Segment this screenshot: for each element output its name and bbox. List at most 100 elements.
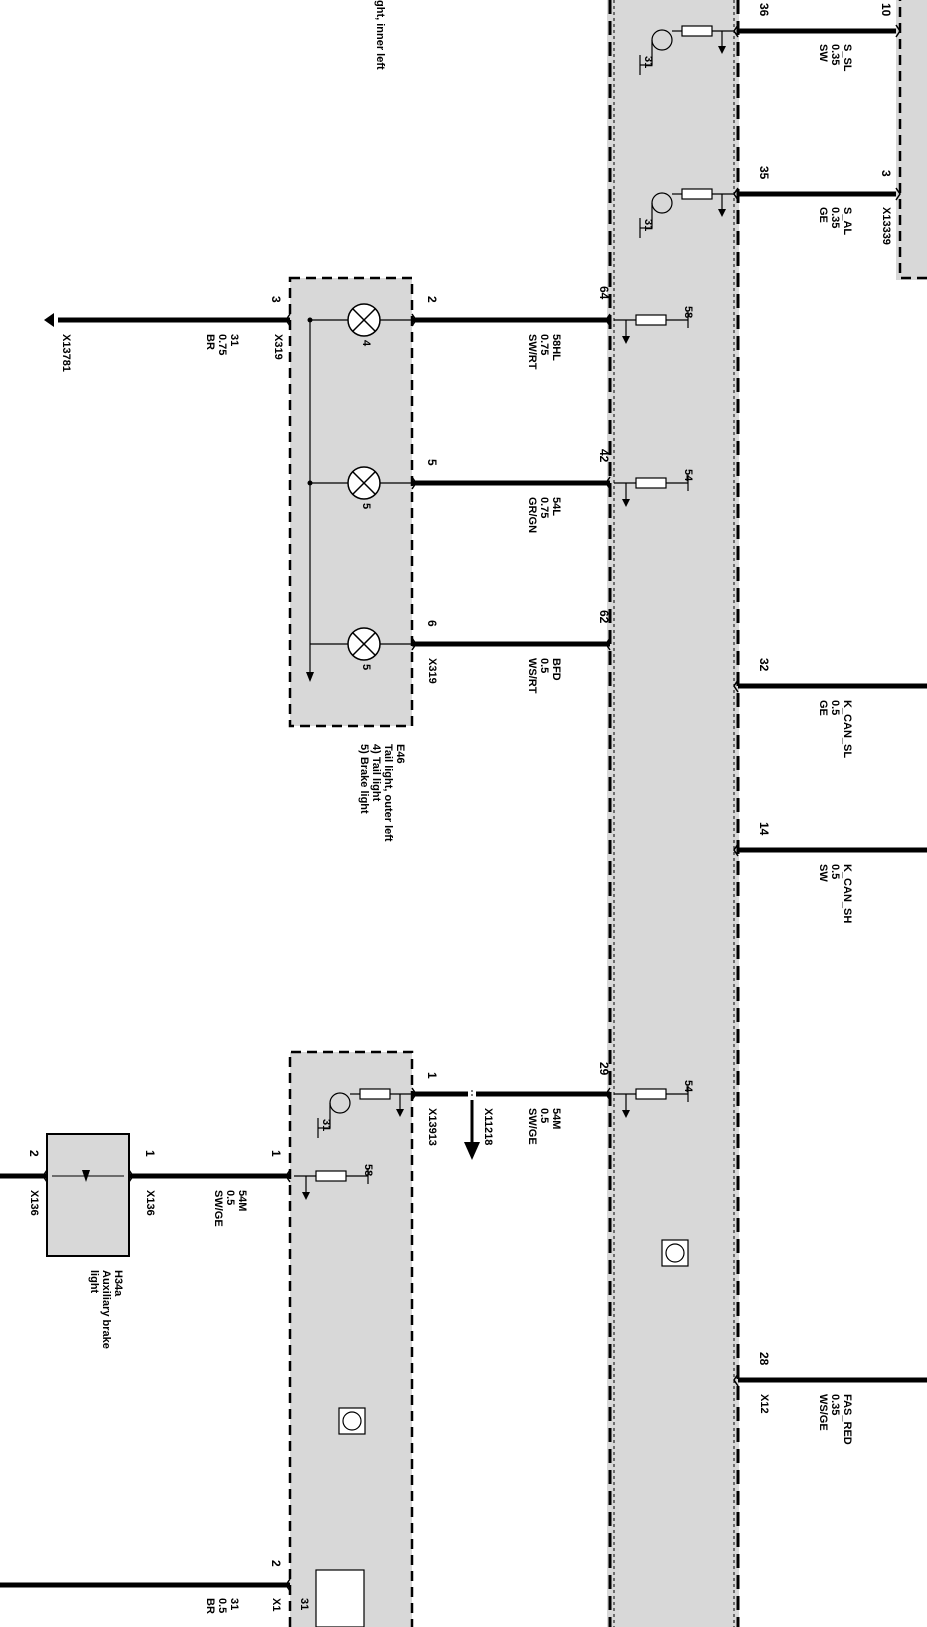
wire-color: WS/RT <box>526 658 538 694</box>
pin-label: 42 <box>597 449 611 463</box>
pin-label: 2 <box>27 1150 41 1157</box>
bulb-icon <box>347 627 381 661</box>
e46-tail-light-module <box>288 276 414 728</box>
wire-color: SW/GE <box>212 1190 224 1227</box>
wire-size: 0.5 <box>224 1190 236 1206</box>
pin-label: 14 <box>757 822 771 836</box>
transistor-icon <box>661 1239 689 1267</box>
wire-color: GE <box>817 207 829 223</box>
connector-label: X12 <box>758 1394 770 1414</box>
connector-label: X136 <box>144 1190 156 1216</box>
pin-label: 3 <box>879 170 893 177</box>
bulb-icon <box>347 466 381 500</box>
wire-signal: 58HL <box>550 334 562 361</box>
pin-label: 6 <box>425 620 439 627</box>
pin-label: 5 <box>425 459 439 466</box>
wire-signal: K_CAN_SH <box>841 864 853 924</box>
wire-color: WS/GE <box>817 1394 829 1431</box>
module-item: 5) Brake light <box>358 744 370 814</box>
wire-size: 0.35 <box>829 207 841 229</box>
wire-signal: S_AL <box>841 207 853 236</box>
wire-color: SW <box>817 44 829 62</box>
connector-label: X319 <box>272 334 284 360</box>
wire-size: 0.35 <box>829 1394 841 1416</box>
wire-signal: 54M <box>236 1190 248 1212</box>
wire-size: 0.5 <box>538 1108 550 1124</box>
module-item: 4) Tail light <box>370 744 382 802</box>
ground-terminal-icon <box>44 313 54 327</box>
connector-label: X13913 <box>426 1108 438 1146</box>
wire-signal: 54M <box>550 1108 562 1130</box>
connector-label: X1 <box>270 1598 282 1612</box>
pin-label: 1 <box>425 1072 439 1079</box>
pin-label: 29 <box>597 1062 611 1076</box>
wire-signal: FAS_RED <box>841 1394 853 1445</box>
ground-point-label: X13781 <box>60 334 72 372</box>
wires <box>0 28 927 1588</box>
ground-31-label: 31 <box>320 1119 332 1132</box>
bulb-label: 4 <box>360 340 372 347</box>
wire-size: 0.5 <box>216 1598 228 1614</box>
wire-signal: 54L <box>550 497 562 516</box>
pin-label: 2 <box>269 1560 283 1567</box>
pin-label: 28 <box>757 1352 771 1366</box>
pin-label: 36 <box>757 3 771 17</box>
wire-signal: 31 <box>228 1598 240 1611</box>
inner-left-caption: ght, inner left <box>374 0 386 70</box>
wire-color: SW <box>817 864 829 882</box>
splice-label: X11218 <box>482 1108 494 1146</box>
wire-color: GE <box>817 700 829 716</box>
wire-color: SW/RT <box>526 334 538 370</box>
lower-module-body <box>290 1052 412 1627</box>
pin-label: 10 <box>879 3 893 17</box>
wire-signal: 31 <box>228 334 240 347</box>
connector-label: X319 <box>426 658 438 684</box>
module-name: Auxiliary brake <box>100 1270 112 1349</box>
wire-size: 0.75 <box>216 334 228 356</box>
pin-label: 35 <box>757 166 771 180</box>
terminal-label: 58 <box>362 1164 374 1177</box>
terminal-label: 54 <box>682 469 694 482</box>
pin-label: 2 <box>425 296 439 303</box>
h34a-aux-brake-light <box>46 1133 130 1257</box>
connector-label: X13339 <box>880 207 892 245</box>
control-module-body <box>607 0 739 1627</box>
module-id: H34a <box>112 1270 124 1297</box>
wire-signal: K_CAN_SL <box>841 700 853 759</box>
bulb-label: 5 <box>360 503 372 510</box>
wire-signal: BFD <box>550 658 562 681</box>
ground-31-label: 31 <box>642 56 654 69</box>
module-name: Tail light, outer left <box>382 744 394 842</box>
wire-color: BR <box>204 334 216 350</box>
pin-label: 62 <box>597 610 611 624</box>
module-name-2: light <box>88 1270 100 1294</box>
wire-size: 0.5 <box>829 700 841 716</box>
transistor-icon <box>338 1407 366 1435</box>
pin-label: 3 <box>269 296 283 303</box>
wire-color: GR/GN <box>526 497 538 534</box>
connector-label: X136 <box>28 1190 40 1216</box>
terminal-label: 58 <box>682 306 694 319</box>
wire-size: 0.75 <box>538 334 550 356</box>
connector-terminals <box>42 24 901 1592</box>
wire-color: SW/GE <box>526 1108 538 1145</box>
terminal-label: 31 <box>298 1598 310 1611</box>
wire-color: BR <box>204 1598 216 1614</box>
wire-signal: S_SL <box>841 44 853 72</box>
pin-label: 1 <box>143 1150 157 1157</box>
wire-size: 0.5 <box>538 658 550 674</box>
wire-size: 0.75 <box>538 497 550 519</box>
module-id: E46 <box>394 744 406 764</box>
terminal-label: 54 <box>682 1080 694 1093</box>
arrow-down-icon <box>464 1142 480 1160</box>
pin-label: 1 <box>269 1150 283 1157</box>
wire-size: 0.35 <box>829 44 841 66</box>
bulb-label: 5 <box>360 664 372 671</box>
pin-label: 32 <box>757 658 771 672</box>
pin-label: 64 <box>597 286 611 300</box>
wire-size: 0.5 <box>829 864 841 880</box>
ground-31-label: 31 <box>642 219 654 232</box>
bulb-icon <box>347 303 381 337</box>
